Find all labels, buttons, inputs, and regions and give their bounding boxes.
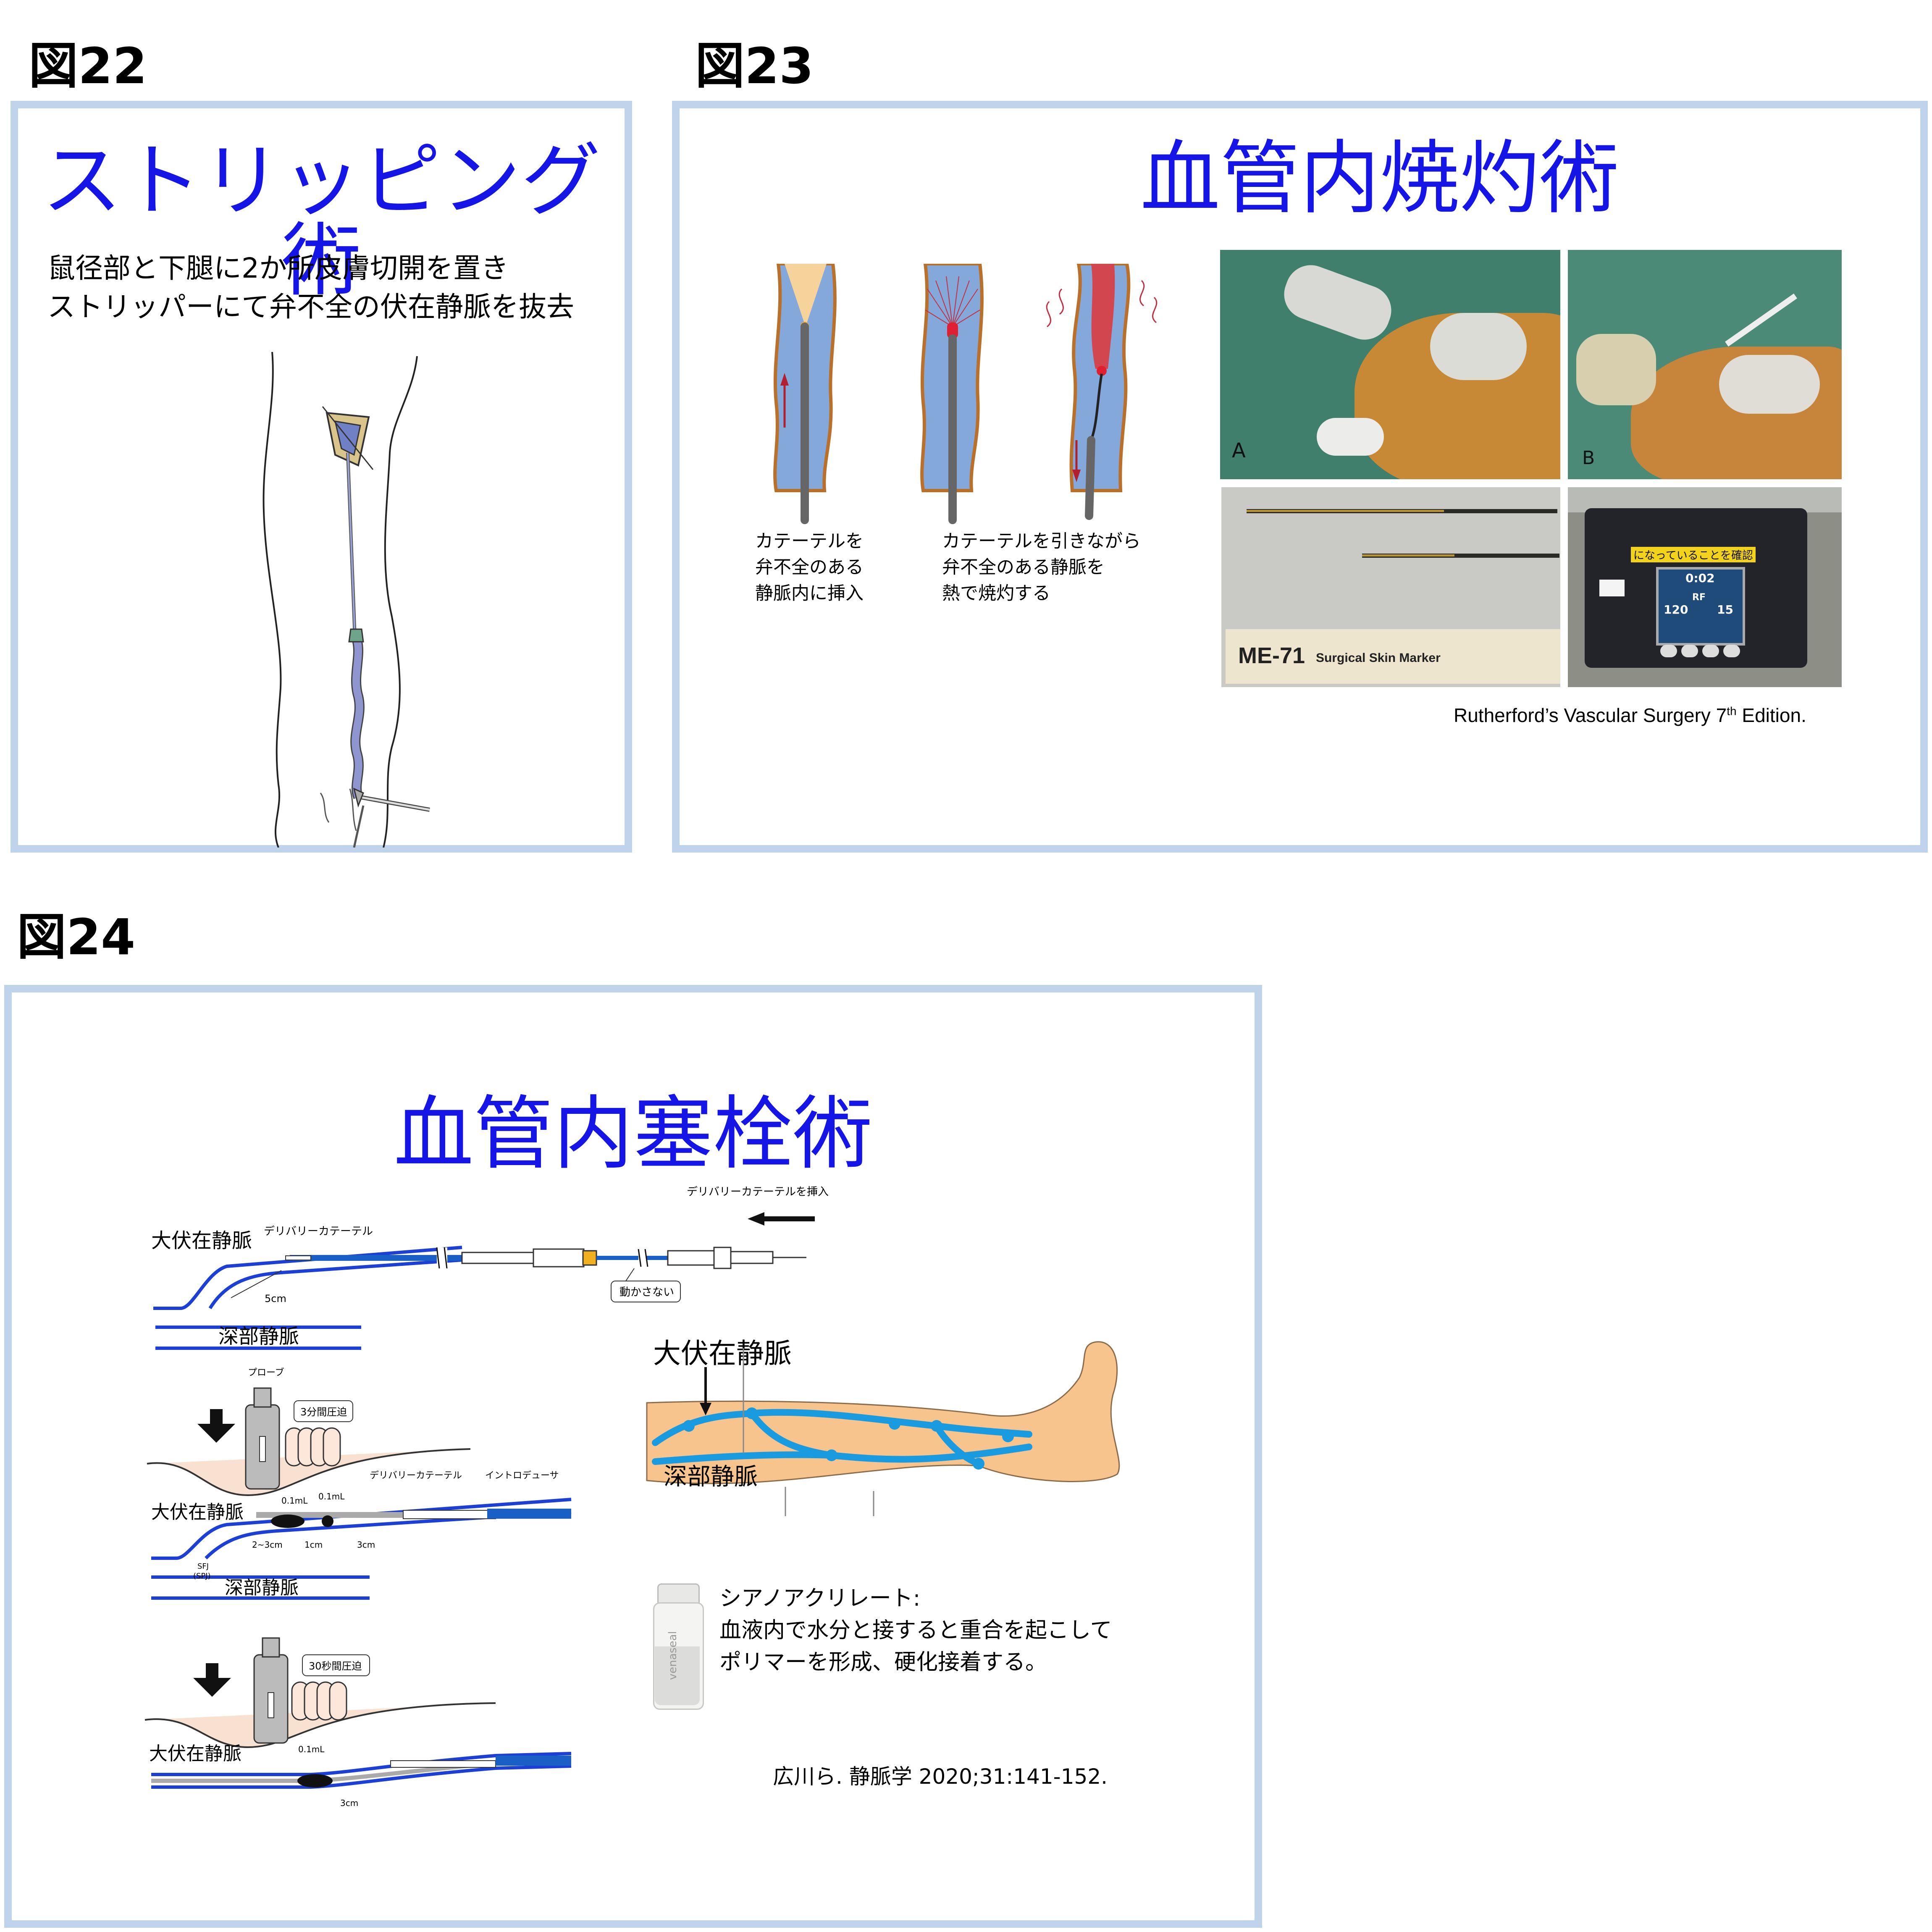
device-sticker: になっていることを確認	[1631, 547, 1756, 562]
fig23-caption2: カテーテルを引きながら 弁不全のある静脈を 熱で焼灼する	[942, 528, 1141, 606]
device-right: 15	[1717, 603, 1733, 617]
fig22-line1: 鼠径部と下腿に2か所皮膚切開を置き	[47, 252, 509, 284]
photo-b-injection: B	[1568, 250, 1842, 479]
caption2-line3: 熱で焼灼する	[942, 583, 1050, 604]
device-time: 0:02	[1685, 571, 1715, 585]
cyano-line2: 血液内で水分と接すると重合を起こして	[719, 1618, 1112, 1643]
caption1-line3: 静脈内に挿入	[755, 583, 864, 604]
ablation-diagram	[773, 264, 1158, 524]
caption1-line2: 弁不全のある	[755, 557, 864, 578]
photo-a-label: A	[1232, 439, 1246, 462]
d-2-3cm: 2~3cm	[252, 1540, 283, 1550]
fig22-title: ストリッピング術	[42, 134, 601, 307]
step1-deep-label: 深部静脈	[218, 1325, 299, 1348]
introducer-label: イントロデューサ	[485, 1470, 559, 1481]
fig23-panel: 血管内焼灼術 カテーテルを 弁不全のある 静脈内に	[672, 101, 1928, 853]
cyano-line3: ポリマーを形成、硬化接着する。	[719, 1650, 1047, 1675]
step2-delivery-label: デリバリーカテーテル	[370, 1470, 462, 1481]
fig22-label: 図22	[29, 37, 147, 95]
do-not-move-label: 動かさない	[620, 1286, 674, 1299]
d-3cm-a: 3cm	[357, 1540, 375, 1550]
step1-insert-label: デリバリーカテーテルを挿入	[687, 1186, 829, 1198]
citation-sup: th	[1727, 704, 1737, 718]
dose1-label: 0.1mL	[281, 1496, 308, 1506]
ruler-text: ME-71	[1238, 643, 1305, 668]
photo-b-label: B	[1582, 447, 1595, 469]
fig24-label: 図24	[17, 908, 136, 966]
citation-end: Edition.	[1736, 704, 1806, 726]
caption2-line2: 弁不全のある静脈を	[942, 557, 1105, 578]
fig23-label: 図23	[695, 37, 814, 95]
fig23-title: 血管内焼灼術	[1140, 132, 1619, 225]
fig24-citation: 広川ら. 静脈学 2020;31:141-152.	[773, 1764, 1108, 1789]
glue-step2-diagram: プローブ 3分間圧迫 デリバリーカテーテル イントロデューサ 大伏在静脈 深部静…	[147, 1368, 572, 1600]
photo-rf-generator: になっていることを確認 0:02 RF 120 15	[1568, 487, 1842, 687]
caption1-line1: カテーテルを	[755, 531, 864, 552]
device-mode: RF	[1692, 592, 1706, 603]
device-left: 120	[1664, 603, 1688, 617]
venaseal-vial: venaseal	[649, 1583, 706, 1710]
dist-5cm: 5cm	[265, 1293, 286, 1305]
dose3-label: 0.1mL	[298, 1744, 325, 1754]
cyano-line1: シアノアクリレート:	[719, 1586, 921, 1611]
spj-label: (SPJ)	[193, 1572, 211, 1580]
d-3cm-b: 3cm	[340, 1798, 358, 1808]
step1-gsv-label: 大伏在静脈	[151, 1229, 252, 1252]
step1-delivery-label: デリバリーカテーテル	[264, 1225, 373, 1238]
citation-main: Rutherford’s Vascular Surgery 7	[1454, 704, 1727, 726]
fig24-title: 血管内塞栓術	[394, 1087, 873, 1180]
photo-a-surgery: A	[1220, 250, 1560, 479]
step2-gsv-label: 大伏在静脈	[151, 1502, 244, 1523]
d-1cm: 1cm	[304, 1540, 323, 1550]
leg-vein-diagram: 大伏在静脈 深部静脈	[646, 1337, 1120, 1516]
step3-gsv-label: 大伏在静脈	[149, 1743, 242, 1764]
fig23-caption1: カテーテルを 弁不全のある 静脈内に挿入	[755, 528, 864, 606]
ruler-sub: Surgical Skin Marker	[1316, 651, 1441, 665]
cyanoacrylate-description: シアノアクリレート: 血液内で水分と接すると重合を起こして ポリマーを形成、硬化…	[719, 1583, 1112, 1678]
sfj-label: SFJ	[197, 1562, 209, 1571]
leg-deep-label: 深部静脈	[664, 1463, 758, 1491]
leg-gsv-label: 大伏在静脈	[653, 1337, 792, 1370]
fig22-panel: ストリッピング術 鼠径部と下腿に2か所皮膚切開を置き ストリッパーにて弁不全の伏…	[10, 101, 632, 853]
fig22-line2: ストリッパーにて弁不全の伏在静脈を抜去	[47, 291, 574, 323]
press3-label: 3分間圧迫	[300, 1406, 347, 1418]
glue-step3-diagram: 30秒間圧迫 大伏在静脈 0.1mL 3cm	[144, 1637, 572, 1808]
dose2-label: 0.1mL	[318, 1491, 345, 1502]
photo-catheters: ME-71 Surgical Skin Marker	[1221, 487, 1560, 687]
press30-label: 30秒間圧迫	[309, 1660, 362, 1672]
fig23-citation: Rutherford’s Vascular Surgery 7th Editio…	[1454, 704, 1806, 727]
caption2-line1: カテーテルを引きながら	[942, 531, 1141, 552]
stripping-illustration	[262, 352, 430, 848]
probe-label: プローブ	[248, 1368, 284, 1378]
vial-label: venaseal	[667, 1631, 679, 1680]
step2-deep-label: 深部静脈	[225, 1577, 299, 1599]
glue-step1-diagram: 大伏在静脈 デリバリーカテーテル デリバリーカテーテルを挿入 深部静脈 動かさな…	[151, 1186, 829, 1350]
